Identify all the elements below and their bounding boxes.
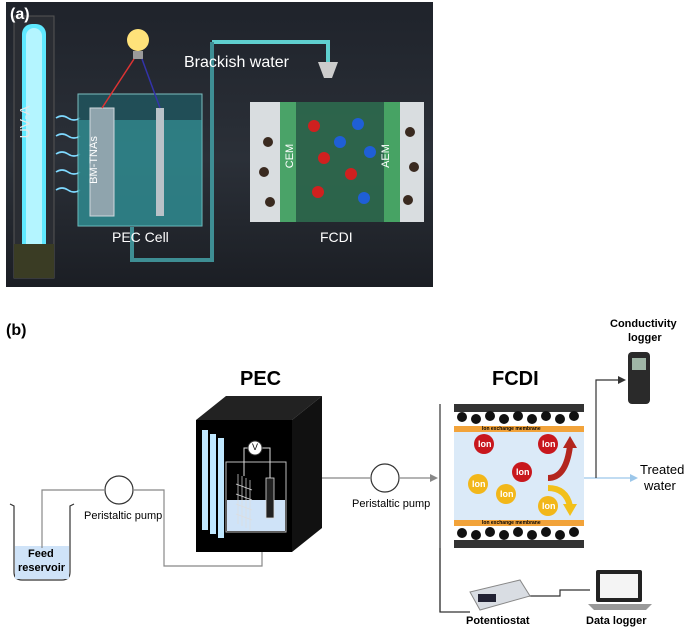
laptop-icon — [596, 570, 642, 602]
uv-tube-1 — [202, 430, 208, 530]
ion-label-2: Ion — [542, 439, 556, 449]
bm-tnas-electrode — [89, 107, 115, 217]
panel-a-tag: (a) — [10, 6, 30, 23]
feed-reservoir-label-1: Feed — [28, 548, 54, 560]
ion-label-6: Ion — [542, 501, 556, 511]
potentiostat-line — [439, 404, 470, 613]
carbon-particles-top — [457, 411, 579, 424]
pec-cell-label: PEC Cell — [112, 229, 169, 245]
potentiostat-icon — [469, 579, 531, 611]
peristaltic-pump-2-icon — [370, 463, 400, 493]
light-bulb-icon — [127, 29, 149, 51]
tube-pump-to-pec — [134, 489, 263, 567]
panel-b-tag: (b) — [6, 322, 27, 339]
peristaltic-pump-1-icon — [104, 475, 134, 505]
fcdi-channel — [280, 102, 400, 222]
cation-arrow — [547, 445, 573, 481]
treated-water-label-1: Treated — [640, 462, 685, 477]
counter-electrode — [156, 108, 164, 216]
treated-water-arrow — [630, 474, 638, 482]
potentiostat-label: Potentiostat — [466, 615, 530, 627]
panel-a-illustration — [13, 15, 424, 279]
data-logger-label: Data logger — [586, 615, 647, 627]
fcdi-top-plate — [454, 404, 584, 412]
funnel-icon — [318, 62, 338, 78]
pec-water — [227, 500, 285, 531]
panel-a-rendering: (a) UV-A BM-TNAs PEC Cell Brackish water… — [6, 2, 433, 287]
pec-wires — [243, 447, 271, 478]
carbon-particles-bottom — [457, 527, 579, 540]
pec-beaker — [225, 461, 287, 533]
mesh-electrode — [235, 474, 253, 530]
ion-label-1: Ion — [478, 439, 492, 449]
membrane-top-label: Ion exchange membrane — [482, 426, 541, 432]
ion-label-5: Ion — [500, 489, 514, 499]
aem-membrane — [384, 102, 400, 222]
bm-tnas-label: BM-TNAs — [87, 136, 100, 184]
aem-label: AEM — [379, 144, 392, 168]
pec-box-front — [196, 420, 292, 552]
fcdi-top-slurry — [454, 412, 584, 426]
voltmeter-label: V — [252, 442, 259, 452]
fcdi-label: FCDI — [320, 229, 353, 245]
conductivity-label-1: Conductivity — [610, 318, 677, 330]
carbon-particles — [259, 127, 419, 207]
pump-1-label: Peristaltic pump — [84, 510, 163, 522]
uv-light-waves — [55, 115, 81, 193]
ion-label-3: Ion — [516, 467, 530, 477]
red-wire — [101, 58, 135, 109]
counter-electrode — [265, 477, 275, 519]
fcdi-bottom-plate — [454, 540, 584, 548]
tube-arrow-up — [258, 544, 266, 552]
pec-box-top — [196, 396, 322, 420]
conductivity-line — [595, 379, 622, 478]
pump-2-label: Peristaltic pump — [352, 498, 431, 510]
conductivity-meter-icon — [628, 352, 650, 404]
brackish-water-label: Brackish water — [184, 54, 289, 71]
uv-tube-2 — [210, 434, 216, 534]
ion-spheres — [308, 118, 376, 204]
blue-wire — [141, 58, 161, 109]
conductivity-label-2: logger — [628, 332, 662, 344]
logger-line — [528, 589, 590, 597]
cem-electrode — [250, 102, 280, 222]
membrane-bottom-label: Ion exchange membrane — [482, 520, 541, 526]
pec-box-side — [292, 396, 322, 552]
cem-label: CEM — [284, 143, 297, 169]
uv-a-label: UV-A — [16, 105, 33, 139]
treated-water-label-2: water — [644, 478, 676, 493]
fcdi-bottom-slurry — [454, 526, 584, 540]
ion-label-4: Ion — [472, 479, 486, 489]
feed-reservoir-label-2: reservoir — [18, 562, 66, 574]
aem-electrode — [400, 102, 424, 222]
tube-arrow-right — [430, 474, 438, 482]
cem-membrane — [280, 102, 296, 222]
fcdi-title: FCDI — [492, 368, 539, 390]
uv-tube-3 — [218, 438, 224, 538]
pec-title: PEC — [240, 368, 282, 390]
uv-lamp-glow — [26, 28, 42, 266]
top-pipe — [212, 40, 330, 62]
bottom-pipe — [130, 42, 214, 262]
uv-lamp-base — [14, 244, 54, 278]
